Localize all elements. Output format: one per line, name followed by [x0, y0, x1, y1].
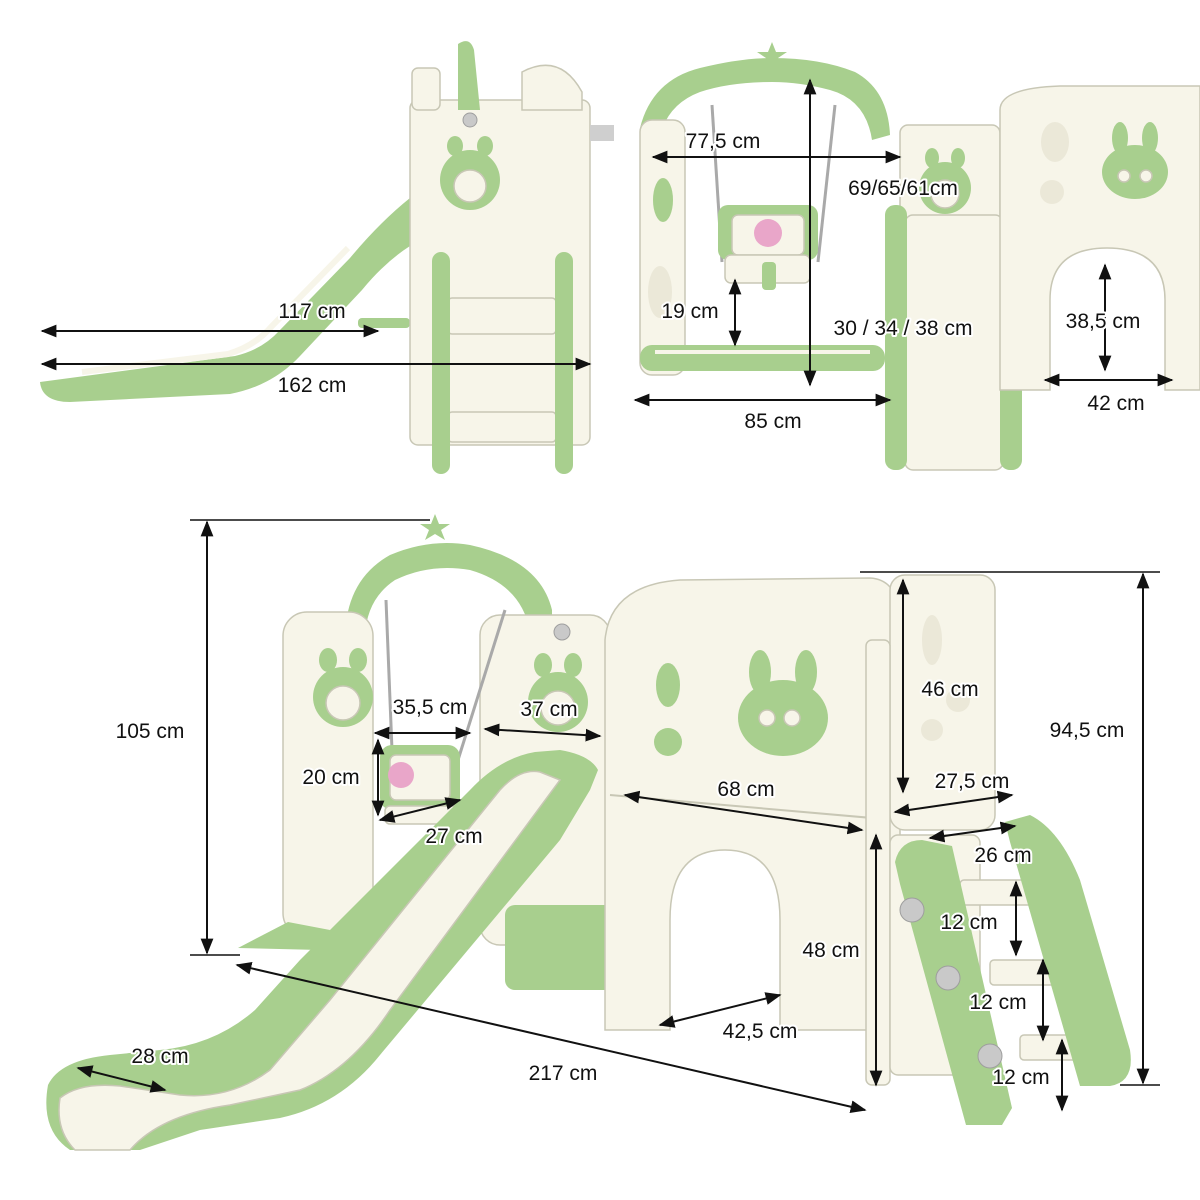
dimension-label-arch-width: 42,5 cm — [723, 1020, 798, 1043]
main-swing-arch — [345, 542, 552, 640]
front-playhouse-window-upper — [1041, 122, 1069, 162]
dimension-label-platform-depth: 27,5 cm — [935, 770, 1010, 793]
front-rabbit-ear-left — [1112, 122, 1128, 154]
dimension-label-base-width: 85 cm — [744, 410, 801, 433]
main-right-wall-window-mid — [946, 688, 970, 712]
side-view: 117 cm 162 cm — [40, 41, 614, 474]
side-ladder-step-upper — [447, 297, 557, 335]
front-rope-right — [816, 104, 837, 263]
front-swing-base — [640, 345, 885, 371]
dimension-label-overall-height: 105 cm — [116, 720, 185, 743]
dimension-label-ring-width: 37 cm — [520, 698, 577, 721]
front-seat-emblem-icon — [754, 219, 782, 247]
dimension-label-seat-ground-clearance: 30 / 34 / 38 cm — [834, 317, 973, 340]
side-bolt — [462, 112, 478, 128]
side-ladder-step-lower — [447, 411, 557, 443]
front-seat-post — [762, 262, 776, 290]
front-swing-arch — [640, 58, 890, 140]
dimension-label-stair-width: 26 cm — [974, 844, 1031, 867]
dimension-label-step-height-2: 12 cm — [969, 991, 1026, 1014]
dimension-arrow-overall-length — [235, 962, 867, 1113]
main-right-wall-window-lower — [921, 719, 943, 741]
main-rabbit-eye-left — [758, 709, 776, 727]
front-rabbit-eye-right — [1139, 169, 1153, 183]
front-arch-star — [757, 42, 787, 68]
front-view: 77,5 cm 69/65/61cm 19 cm 30 / 34 / 38 cm… — [633, 42, 1200, 471]
dimension-label-arch-width: 42 cm — [1087, 392, 1144, 415]
main-swing-foot — [238, 922, 330, 950]
side-step-ledge — [358, 318, 410, 328]
main-middle-rabbit-ear-right — [564, 653, 582, 677]
dimension-label-total-length: 162 cm — [278, 374, 347, 397]
dimension-label-house-height: 94,5 cm — [1050, 719, 1125, 742]
front-left-frame — [639, 119, 686, 376]
dimension-label-seat-back-height: 20 cm — [302, 766, 359, 789]
front-frame-window-lower — [648, 266, 672, 318]
front-playhouse — [999, 85, 1200, 391]
front-rabbit-ear-right — [1142, 122, 1158, 154]
dimension-label-wall-height: 46 cm — [921, 678, 978, 701]
main-playhouse-window-lower — [654, 728, 682, 756]
dimension-label-swing-height: 69/65/61cm — [848, 177, 958, 200]
main-left-rabbit-ear-right — [349, 648, 367, 672]
main-stair-bolt-bottom — [977, 1043, 1003, 1069]
main-seat-emblem-icon — [388, 762, 414, 788]
dimension-label-seat-depth: 27 cm — [425, 825, 482, 848]
front-playhouse-window-lower — [1040, 180, 1064, 204]
dimension-arrow-ring-width — [483, 723, 602, 742]
dimension-label-slide-length: 117 cm — [278, 300, 345, 323]
main-stair-rail-right — [1005, 815, 1131, 1086]
main-right-wall-window-upper — [922, 615, 942, 665]
main-left-rabbit-ear-left — [319, 648, 337, 672]
side-rabbit-ring-hole — [453, 169, 487, 203]
main-stair-bolt-top — [899, 897, 925, 923]
main-corner-post — [865, 639, 891, 1086]
dimension-label-seat-width: 35,5 cm — [393, 696, 468, 719]
main-rope-left — [384, 599, 394, 751]
dimension-label-overall-length: 217 cm — [529, 1062, 598, 1085]
main-view: 105 cm 35,5 cm 37 cm 20 cm 27 cm 68 cm 4… — [46, 514, 1160, 1151]
dimension-label-slide-width: 28 cm — [131, 1045, 188, 1068]
front-slide-chute — [904, 214, 1004, 471]
side-telescope — [590, 125, 614, 141]
side-top-post — [411, 67, 441, 111]
main-step-block — [505, 905, 615, 990]
side-rabbit-ear-left — [447, 136, 463, 156]
side-back-panel — [521, 64, 583, 111]
main-arch-star — [420, 514, 450, 540]
main-playhouse — [604, 577, 902, 1031]
dimension-label-arch-height: 38,5 cm — [1066, 310, 1141, 333]
main-rabbit-eye-right — [783, 709, 801, 727]
main-playhouse-window-upper — [656, 663, 680, 707]
main-stair-bolt-middle — [935, 965, 961, 991]
main-middle-rabbit-ear-left — [534, 653, 552, 677]
dimension-label-house-width: 68 cm — [717, 778, 774, 801]
dimension-arrow-stair-width — [928, 821, 1017, 843]
front-frame-window-upper — [653, 178, 673, 222]
dimension-label-step-height-1: 12 cm — [940, 911, 997, 934]
dimension-label-seat-depth: 19 cm — [661, 300, 718, 323]
side-arch-fin — [458, 41, 480, 110]
main-stair-step-top — [959, 879, 1033, 906]
front-tower-rabbit-hole — [930, 179, 960, 209]
dimension-label-platform-height: 48 cm — [802, 939, 859, 962]
front-rabbit-eye-left — [1117, 169, 1131, 183]
main-rabbit-face — [738, 680, 828, 756]
front-rabbit-face — [1102, 145, 1168, 199]
main-middle-bolt — [553, 623, 571, 641]
dimension-arrow-house-width — [623, 790, 864, 835]
dimension-arrow-seat-depth — [378, 797, 462, 823]
side-rabbit-ear-right — [477, 136, 493, 156]
front-tower-rabbit-ear-left — [925, 148, 939, 168]
dimension-label-swing-inner-width: 77,5 cm — [686, 130, 761, 153]
dimension-label-step-height-3: 12 cm — [992, 1066, 1049, 1089]
dimension-arrow-platform-depth — [893, 790, 1014, 817]
dimension-arrow-slide-width — [76, 1065, 167, 1093]
front-tower-rabbit-ear-right — [951, 148, 965, 168]
main-left-rabbit-hole — [325, 685, 361, 721]
